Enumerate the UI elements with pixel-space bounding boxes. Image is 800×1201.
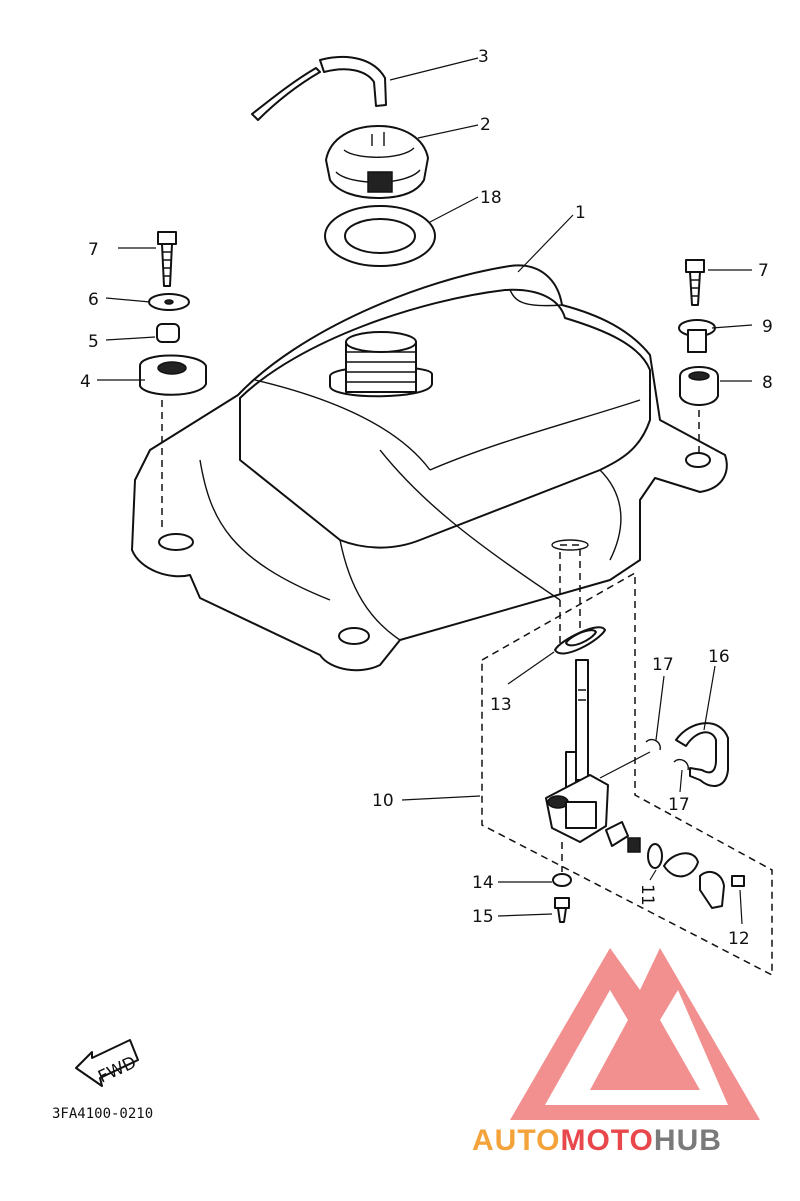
watermark-part-hub: HUB <box>654 1124 722 1157</box>
svg-text:AUTOMOTOHUB: AUTOMOTOHUB <box>472 1124 722 1157</box>
callout-12: 12 <box>728 929 750 949</box>
cap-gasket <box>324 205 436 267</box>
callout-17-top: 17 <box>652 655 674 675</box>
callout-2: 2 <box>480 115 491 135</box>
callout-8: 8 <box>762 373 773 393</box>
callout-1: 1 <box>575 203 586 223</box>
left-mount-stack <box>139 231 207 530</box>
fuel-hose <box>645 722 729 787</box>
callout-18: 18 <box>480 188 502 208</box>
callout-5: 5 <box>88 332 99 352</box>
right-mount-stack <box>678 259 719 455</box>
leader-lines <box>97 57 753 925</box>
breather-hose <box>251 55 387 121</box>
callout-6: 6 <box>88 290 99 310</box>
watermark-logo <box>510 948 760 1120</box>
callout-11: 11 <box>637 884 657 906</box>
callout-16: 16 <box>708 647 730 667</box>
callout-14: 14 <box>472 873 494 893</box>
callout-3: 3 <box>478 47 489 67</box>
fuel-cock-assembly <box>481 539 773 977</box>
watermark-part-moto: MOTO <box>560 1124 653 1157</box>
watermark-text: AUTOMOTOHUB <box>472 1124 722 1157</box>
callout-7-left: 7 <box>88 240 99 260</box>
fuel-tank <box>131 264 728 672</box>
fwd-arrow: FWD <box>75 1039 140 1088</box>
callout-13: 13 <box>490 695 512 715</box>
callout-7-right: 7 <box>758 261 769 281</box>
drawing-code: 3FA4100-0210 <box>52 1106 153 1122</box>
watermark-part-auto: AUTO <box>472 1124 560 1157</box>
callout-17-bottom: 17 <box>668 795 690 815</box>
callout-4: 4 <box>80 372 91 392</box>
callout-15: 15 <box>472 907 494 927</box>
callouts: 3 2 18 1 7 6 5 4 7 9 8 10 13 17 16 17 14… <box>80 47 773 949</box>
callout-10: 10 <box>372 791 394 811</box>
callout-9: 9 <box>762 317 773 337</box>
fuel-cap <box>325 125 429 199</box>
